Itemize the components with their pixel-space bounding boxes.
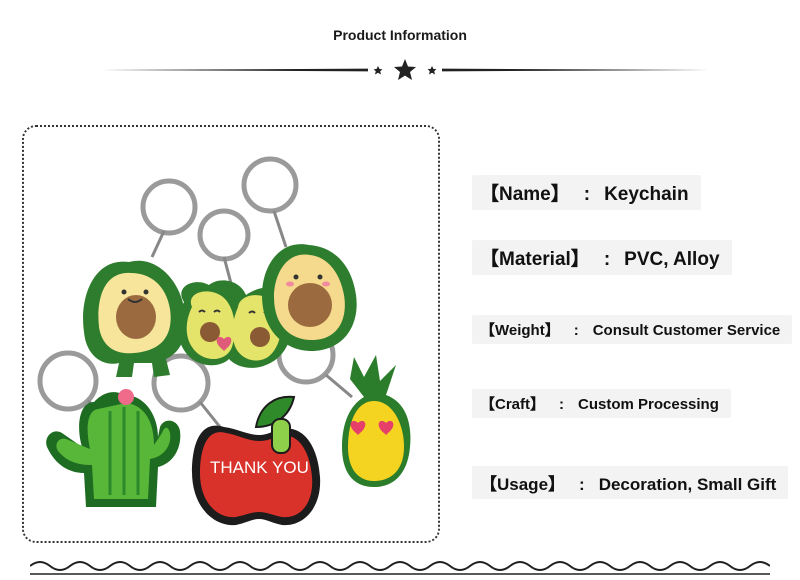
spec-separator: : bbox=[559, 396, 565, 413]
product-photo-frame: THANK YOU bbox=[22, 125, 440, 543]
spec-value-material: PVC, Alloy bbox=[624, 249, 720, 270]
spec-row-weight: 【Weight】: Consult Customer Service bbox=[472, 315, 793, 344]
spec-value-craft: Custom Processing bbox=[578, 396, 719, 413]
star-icon bbox=[373, 66, 383, 75]
star-icon bbox=[427, 66, 437, 75]
star-icon bbox=[394, 59, 416, 80]
spec-separator: : bbox=[583, 184, 591, 205]
avocado-keychain bbox=[262, 244, 357, 352]
spec-row-name: 【Name】: Keychain bbox=[472, 175, 701, 210]
spec-label-craft: 【Craft】 bbox=[480, 396, 546, 413]
spec-label-usage: 【Usage】 bbox=[480, 475, 566, 494]
pineapple-keychain bbox=[342, 355, 411, 487]
spec-row-material: 【Material】: PVC, Alloy bbox=[472, 240, 732, 275]
spec-row-craft: 【Craft】: Custom Processing bbox=[472, 389, 731, 418]
cactus-keychain bbox=[46, 389, 181, 507]
spec-separator: : bbox=[579, 475, 585, 494]
apple-keychain: THANK YOU bbox=[192, 395, 321, 526]
spec-label-weight: 【Weight】 bbox=[480, 322, 560, 339]
spec-separator: : bbox=[603, 249, 611, 270]
spec-value-name: Keychain bbox=[604, 184, 689, 205]
wave-divider bbox=[30, 561, 770, 575]
avocado-keychain bbox=[83, 260, 186, 377]
star-divider bbox=[100, 59, 710, 80]
page-title: Product Information bbox=[333, 27, 467, 43]
product-photo: THANK YOU bbox=[24, 127, 438, 541]
spec-value-usage: Decoration, Small Gift bbox=[598, 475, 777, 494]
spec-row-usage: 【Usage】: Decoration, Small Gift bbox=[472, 466, 789, 499]
thank-you-text: THANK YOU bbox=[210, 458, 309, 477]
spec-separator: : bbox=[573, 322, 579, 339]
spec-label-name: 【Name】 bbox=[480, 184, 570, 205]
spec-label-material: 【Material】 bbox=[480, 249, 590, 270]
spec-value-weight: Consult Customer Service bbox=[592, 322, 781, 339]
